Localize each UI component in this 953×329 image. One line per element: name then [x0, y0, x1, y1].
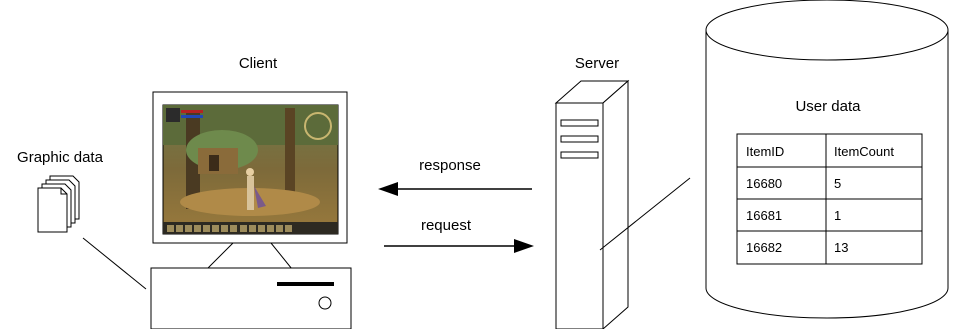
request-arrow: [384, 239, 534, 253]
user-data-table: ItemID ItemCount 16680 5 16681 1 16682 1…: [736, 133, 923, 265]
client-computer-case: [150, 267, 352, 329]
client-label: Client: [239, 55, 278, 72]
table-cell-itemcount: 13: [834, 240, 848, 255]
power-button-icon: [318, 296, 332, 310]
drive-slot-icon: [277, 282, 334, 286]
game-screenshot: [162, 104, 339, 235]
server-icon: [554, 79, 630, 329]
client-monitor: [152, 91, 348, 270]
table-cell-itemid: 16680: [746, 176, 782, 191]
table-cell-itemid: 16682: [746, 240, 782, 255]
documents-icon: [37, 175, 80, 233]
response-label: response: [419, 157, 481, 174]
table-header-itemid: ItemID: [746, 144, 784, 159]
monitor-stand: [205, 242, 294, 270]
table-header-itemcount: ItemCount: [834, 144, 894, 159]
response-arrow: [378, 182, 532, 196]
request-label: request: [421, 217, 472, 234]
server-label: Server: [575, 55, 619, 72]
table-cell-itemcount: 5: [834, 176, 841, 191]
table-cell-itemcount: 1: [834, 208, 841, 223]
graphic-data-connector: [82, 237, 147, 290]
user-data-label: User data: [795, 98, 861, 115]
server-db-connector: [599, 177, 691, 251]
table-cell-itemid: 16681: [746, 208, 782, 223]
graphic-data-label: Graphic data: [17, 149, 104, 166]
